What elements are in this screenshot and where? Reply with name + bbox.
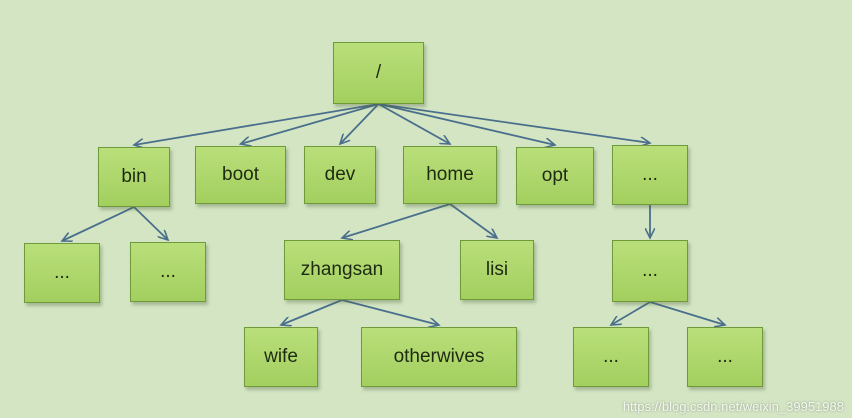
edge-home-to-lisi (449, 203, 497, 238)
node-bin-child-1: ... (24, 243, 100, 303)
edge-bin-to-bin-child-2 (133, 206, 168, 240)
edge-root-to-home (378, 103, 451, 144)
node-opt: opt (516, 147, 594, 205)
node-more1: ... (612, 145, 688, 205)
edge-root-to-more1 (378, 103, 651, 143)
node-boot: boot (195, 146, 286, 204)
node-more3: ... (573, 327, 649, 387)
node-otherwives: otherwives (361, 327, 517, 387)
node-wife: wife (244, 327, 318, 387)
node-lisi: lisi (460, 240, 534, 300)
edge-root-to-bin (134, 103, 379, 145)
node-more2: ... (612, 240, 688, 302)
edge-zhangsan-to-otherwives (341, 299, 439, 325)
edge-zhangsan-to-wife (281, 299, 343, 325)
edge-root-to-boot (241, 103, 379, 144)
edge-bin-to-bin-child-1 (62, 206, 135, 241)
node-more4: ... (687, 327, 763, 387)
node-zhangsan: zhangsan (284, 240, 400, 300)
edge-root-to-dev (340, 103, 380, 144)
edge-more2-to-more3 (611, 301, 651, 325)
watermark: https://blog.csdn.net/weixin_39951988 (622, 399, 844, 414)
edge-root-to-opt (378, 103, 556, 145)
node-bin: bin (98, 147, 170, 207)
node-home: home (403, 146, 497, 204)
node-dev: dev (304, 146, 376, 204)
edge-home-to-zhangsan (342, 203, 451, 238)
node-root: / (333, 42, 424, 104)
edge-more2-to-more4 (649, 301, 725, 325)
node-bin-child-2: ... (130, 242, 206, 302)
